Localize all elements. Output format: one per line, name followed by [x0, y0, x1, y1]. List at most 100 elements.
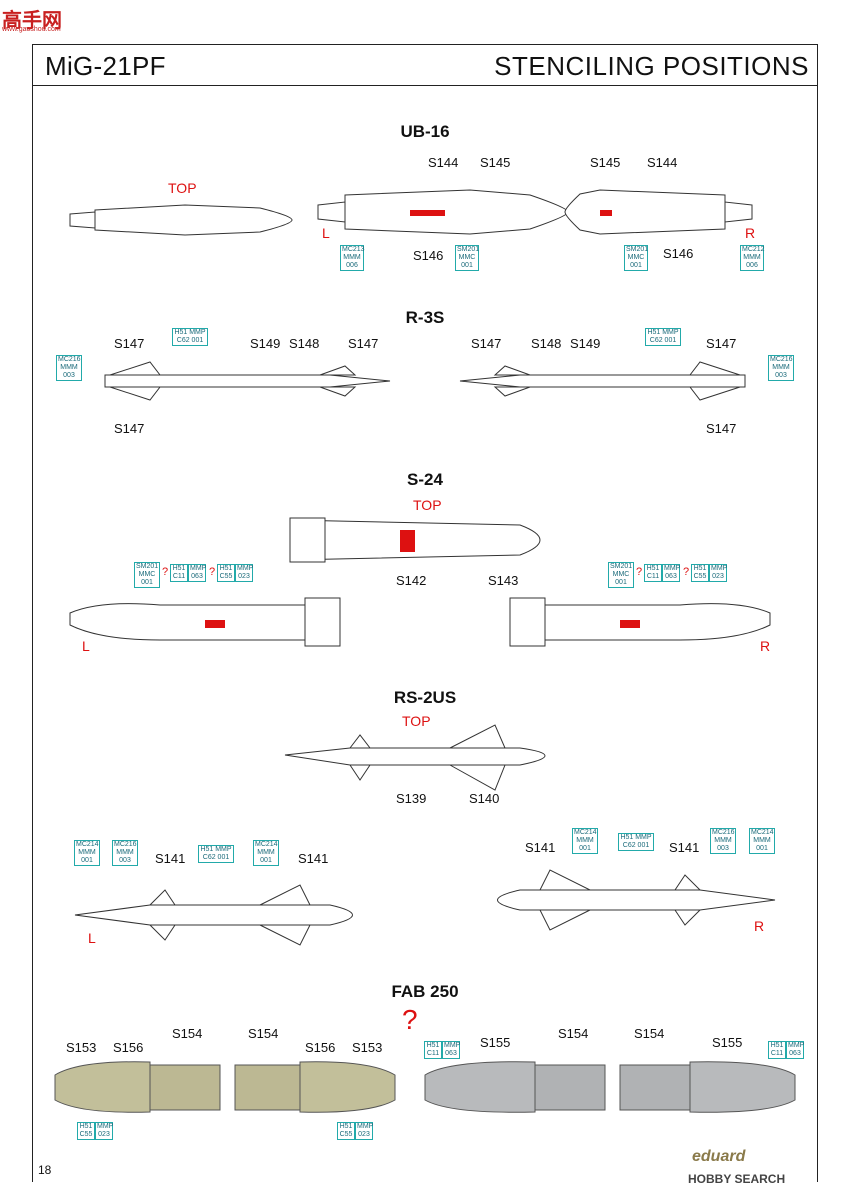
section-title-r3s: R-3S	[405, 308, 445, 327]
fab250-bomb-right-nose	[299, 1061, 396, 1113]
page-number: 18	[38, 1163, 52, 1177]
watermark-url: www.gaoshou.com	[2, 26, 61, 33]
rs2us-missile-right	[497, 869, 776, 931]
section-title-ub16: UB-16	[400, 122, 450, 141]
rs2us-right-label: R	[754, 918, 765, 934]
fab250-grey-right-tail	[619, 1064, 691, 1111]
stencil-callout: S156	[305, 1040, 336, 1055]
stencil-callout: S149	[250, 336, 281, 351]
stencil-callout: S144	[647, 155, 678, 170]
stencil-callout: S147	[114, 421, 145, 436]
stencil-callout: S140	[469, 791, 500, 806]
stencil-callout: S147	[348, 336, 379, 351]
page-header: MiG-21PF STENCILING POSITIONS	[32, 44, 818, 86]
stencil-callout: S155	[712, 1035, 743, 1050]
stencil-callout: S139	[396, 791, 427, 806]
fab250-bomb-left-tail	[149, 1064, 221, 1111]
ub16-left-label: L	[322, 225, 330, 241]
stencil-callout: S146	[413, 248, 444, 263]
stencil-callout: S141	[669, 840, 700, 855]
brand-logo: eduard	[692, 1148, 746, 1165]
ub16-pod-right	[564, 189, 753, 235]
rs2us-top-label: TOP	[402, 713, 431, 729]
stencil-callout: S145	[590, 155, 621, 170]
stencil-callout: S154	[248, 1026, 279, 1041]
stencil-callout: S141	[525, 840, 556, 855]
question-mark: ?	[209, 566, 216, 578]
stencil-callout: S147	[114, 336, 145, 351]
fab250-question-mark: ?	[402, 1004, 418, 1035]
stencil-callout: S154	[558, 1026, 589, 1041]
stencil-callout: S153	[66, 1040, 97, 1055]
ub16-top-label: TOP	[168, 180, 197, 196]
page-frame	[32, 86, 818, 1182]
fab250-grey-right-nose	[689, 1061, 796, 1113]
ub16-right-label: R	[745, 225, 756, 241]
section-title-rs2us: RS-2US	[393, 688, 457, 707]
rs2us-missile-top	[284, 724, 546, 791]
ub16-pod-left	[317, 189, 569, 235]
stencil-callout: S147	[706, 336, 737, 351]
watermark-logo: 高手网	[2, 10, 62, 32]
s24-left-label: L	[82, 638, 90, 654]
rs2us-left-label: L	[88, 930, 96, 946]
stencil-callout: S148	[289, 336, 320, 351]
question-mark: ?	[636, 566, 643, 578]
stencil-callout: S156	[113, 1040, 144, 1055]
s24-top-label: TOP	[413, 497, 442, 513]
rs2us-missile-left	[74, 884, 353, 946]
stencil-callout: S147	[471, 336, 502, 351]
r3s-missile-left	[104, 361, 391, 401]
ub16-pod-top	[69, 204, 293, 236]
stencil-callout: S147	[706, 421, 737, 436]
fab250-bomb-right-tail	[234, 1064, 301, 1111]
stencil-callout: S155	[480, 1035, 511, 1050]
stencil-callout: S145	[480, 155, 511, 170]
section-title-fab250: FAB 250	[391, 982, 459, 1001]
page-title: STENCILING POSITIONS	[494, 51, 809, 81]
stencil-callout: S153	[352, 1040, 383, 1055]
stencil-callout: S146	[663, 246, 694, 261]
stencil-callout: S144	[428, 155, 459, 170]
stencil-callout: S143	[488, 573, 519, 588]
stencil-callout: S149	[570, 336, 601, 351]
aircraft-model: MiG-21PF	[45, 51, 166, 81]
stencil-callout: S154	[172, 1026, 203, 1041]
stencil-callout: S154	[634, 1026, 665, 1041]
fab250-grey-left-tail	[534, 1064, 606, 1111]
